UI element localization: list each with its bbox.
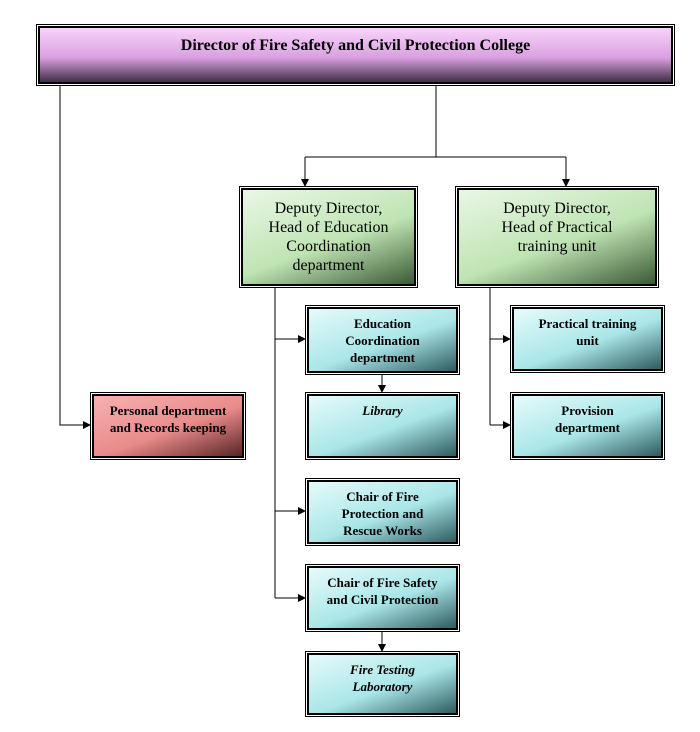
personal-line: Personal department bbox=[109, 403, 227, 418]
connector-director-split bbox=[305, 84, 566, 158]
provision-line: department bbox=[555, 420, 620, 435]
personal-department-box: Personal department and Records keeping bbox=[92, 394, 244, 458]
deputy-education-line: Coordination bbox=[286, 238, 371, 255]
deputy-practical-line: training unit bbox=[517, 238, 597, 255]
education-coordination-box: Education Coordination department bbox=[307, 307, 458, 373]
library-box: Library bbox=[307, 394, 458, 458]
deputy-education-box: Deputy Director, Head of Education Coord… bbox=[241, 188, 416, 286]
chair-safety-box: Chair of Fire Safety and Civil Protectio… bbox=[307, 566, 458, 630]
director-label: Director of Fire Safety and Civil Protec… bbox=[180, 37, 531, 54]
deputy-education-line: Deputy Director, bbox=[274, 200, 383, 217]
deputy-education-line: department bbox=[292, 257, 365, 274]
director-box: Director of Fire Safety and Civil Protec… bbox=[38, 26, 673, 84]
chair-rescue-line: Rescue Works bbox=[343, 523, 422, 538]
personal-line: and Records keeping bbox=[109, 420, 227, 435]
chair-safety-line: Chair of Fire Safety bbox=[327, 575, 438, 590]
chair-rescue-line: Chair of Fire bbox=[346, 489, 419, 504]
practical-training-box: Practical training unit bbox=[512, 307, 663, 371]
deputy-practical-box: Deputy Director, Head of Practical train… bbox=[457, 188, 657, 286]
deputy-education-line: Head of Education bbox=[268, 219, 389, 236]
practical-training-line: unit bbox=[576, 333, 599, 348]
chair-rescue-line: Protection and bbox=[341, 506, 424, 521]
fire-testing-line: Fire Testing bbox=[350, 662, 415, 677]
provision-line: Provision bbox=[561, 403, 614, 418]
provision-box: Provision department bbox=[512, 394, 663, 458]
chair-rescue-box: Chair of Fire Protection and Rescue Work… bbox=[307, 480, 458, 544]
practical-training-line: Practical training bbox=[538, 316, 637, 331]
fire-testing-line: Laboratory bbox=[352, 679, 413, 694]
chair-safety-line: and Civil Protection bbox=[326, 592, 439, 607]
education-coordination-line: Education bbox=[353, 316, 412, 331]
fire-testing-box: Fire Testing Laboratory bbox=[307, 653, 458, 715]
education-coordination-line: Coordination bbox=[345, 333, 420, 348]
library-label: Library bbox=[362, 403, 403, 418]
education-coordination-line: department bbox=[350, 350, 415, 365]
deputy-practical-line: Deputy Director, bbox=[503, 200, 611, 217]
deputy-practical-line: Head of Practical bbox=[501, 219, 613, 236]
connector-director-personal bbox=[59, 84, 91, 429]
